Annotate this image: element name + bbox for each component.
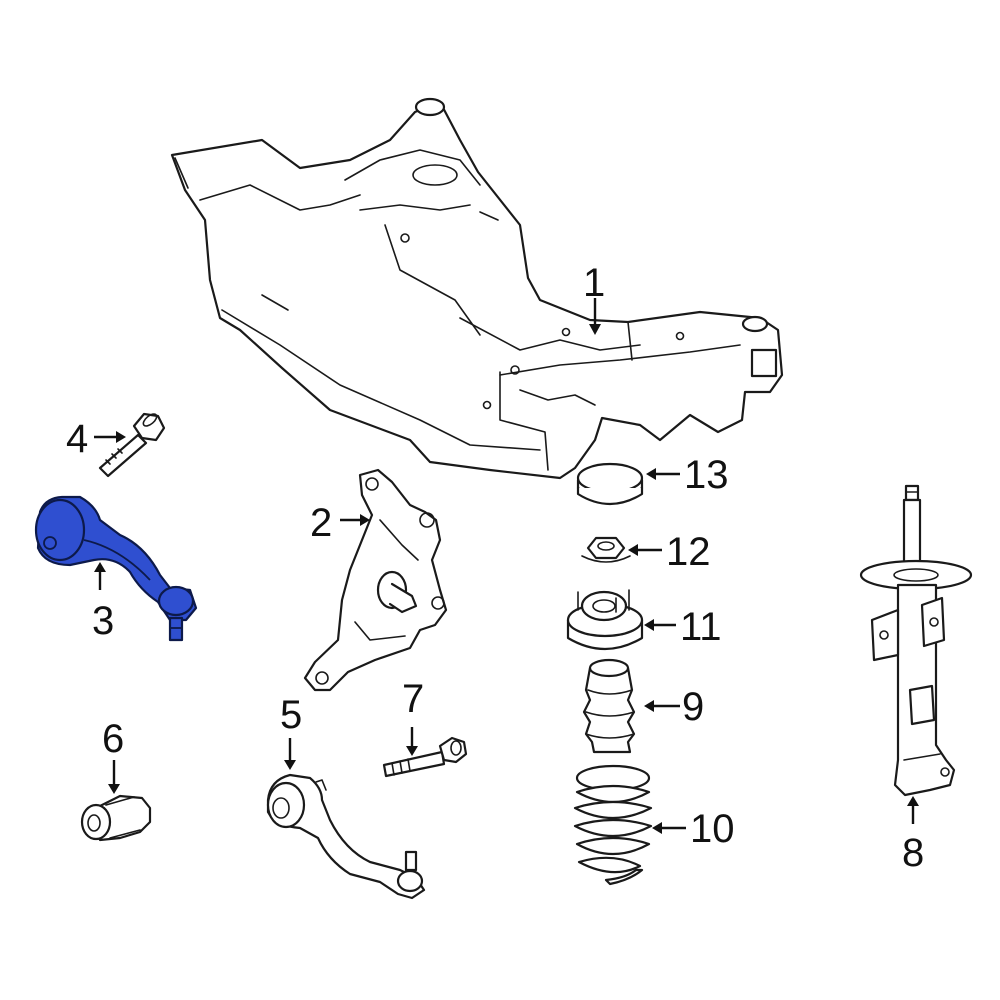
part-13-cap[interactable]	[576, 462, 644, 505]
part-11-strut-mount[interactable]	[566, 589, 644, 651]
part-12-nut[interactable]	[581, 536, 631, 563]
callout-2: 2	[310, 501, 332, 545]
part-9-bump-stop[interactable]	[582, 658, 636, 754]
part-2-knuckle[interactable]	[303, 468, 448, 692]
part-1-subframe[interactable]	[170, 97, 784, 480]
callout-6: 6	[102, 717, 124, 761]
callout-13: 13	[684, 453, 729, 497]
callout-10: 10	[690, 807, 735, 851]
callout-8: 8	[902, 831, 924, 875]
callout-7: 7	[402, 677, 424, 721]
part-3-control-arm-highlighted[interactable]	[34, 495, 198, 642]
part-6-bushing[interactable]	[80, 794, 152, 842]
callout-11: 11	[680, 605, 722, 649]
callout-12: 12	[666, 530, 711, 574]
callout-5: 5	[280, 693, 302, 737]
part-7-bolt[interactable]	[382, 736, 468, 778]
callout-9: 9	[682, 685, 704, 729]
part-5-lower-arm[interactable]	[266, 773, 426, 900]
callout-3: 3	[92, 599, 114, 643]
callout-1: 1	[583, 261, 605, 305]
callout-4: 4	[66, 417, 88, 461]
leader-lines	[94, 298, 919, 834]
part-10-coil-spring[interactable]	[573, 764, 653, 886]
part-4-bolt[interactable]	[98, 412, 166, 478]
part-8-strut[interactable]	[859, 484, 973, 797]
callout-labels: 1 2 3 4 5 6 7 8 9 10 11 12 13	[66, 261, 924, 875]
